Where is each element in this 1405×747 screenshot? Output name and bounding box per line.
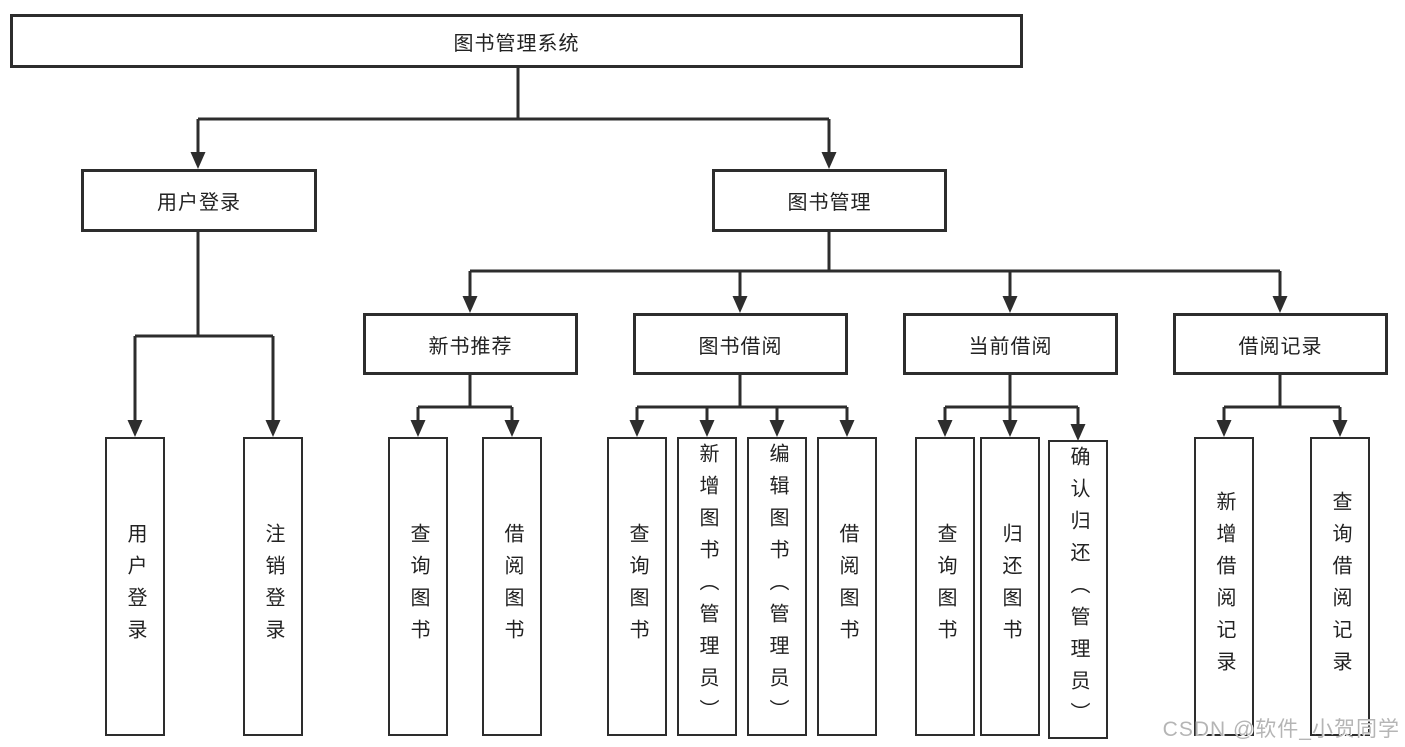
connector-paths — [133, 68, 1342, 424]
leaf-borrow-books-borrow: 借阅图书 — [817, 437, 877, 736]
leaf-return-book: 归还图书 — [980, 437, 1040, 736]
node-new-book-recommend: 新书推荐 — [363, 313, 578, 375]
leaf-logout: 注销登录 — [243, 437, 303, 736]
leaf-query-books-recommend: 查询图书 — [388, 437, 448, 736]
node-user-login: 用户登录 — [81, 169, 317, 232]
node-current-borrow: 当前借阅 — [903, 313, 1118, 375]
arrowheads — [127, 152, 1348, 441]
leaf-edit-book-admin: 编辑图书（管理员） — [747, 437, 807, 736]
leaf-add-borrow-record: 新增借阅记录 — [1194, 437, 1254, 736]
leaf-user-login: 用户登录 — [105, 437, 165, 736]
leaf-query-borrow-record: 查询借阅记录 — [1310, 437, 1370, 736]
node-book-borrow: 图书借阅 — [633, 313, 848, 375]
leaf-query-books-borrow: 查询图书 — [607, 437, 667, 736]
node-borrow-records: 借阅记录 — [1173, 313, 1388, 375]
leaf-add-book-admin: 新增图书（管理员） — [677, 437, 737, 736]
leaf-query-books-current: 查询图书 — [915, 437, 975, 736]
node-book-manage: 图书管理 — [712, 169, 947, 232]
node-root: 图书管理系统 — [10, 14, 1023, 68]
leaf-confirm-return-admin: 确认归还（管理员） — [1048, 440, 1108, 739]
csdn-watermark: CSDN @软件_小贺同学 — [1162, 718, 1400, 741]
leaf-borrow-books-recommend: 借阅图书 — [482, 437, 542, 736]
